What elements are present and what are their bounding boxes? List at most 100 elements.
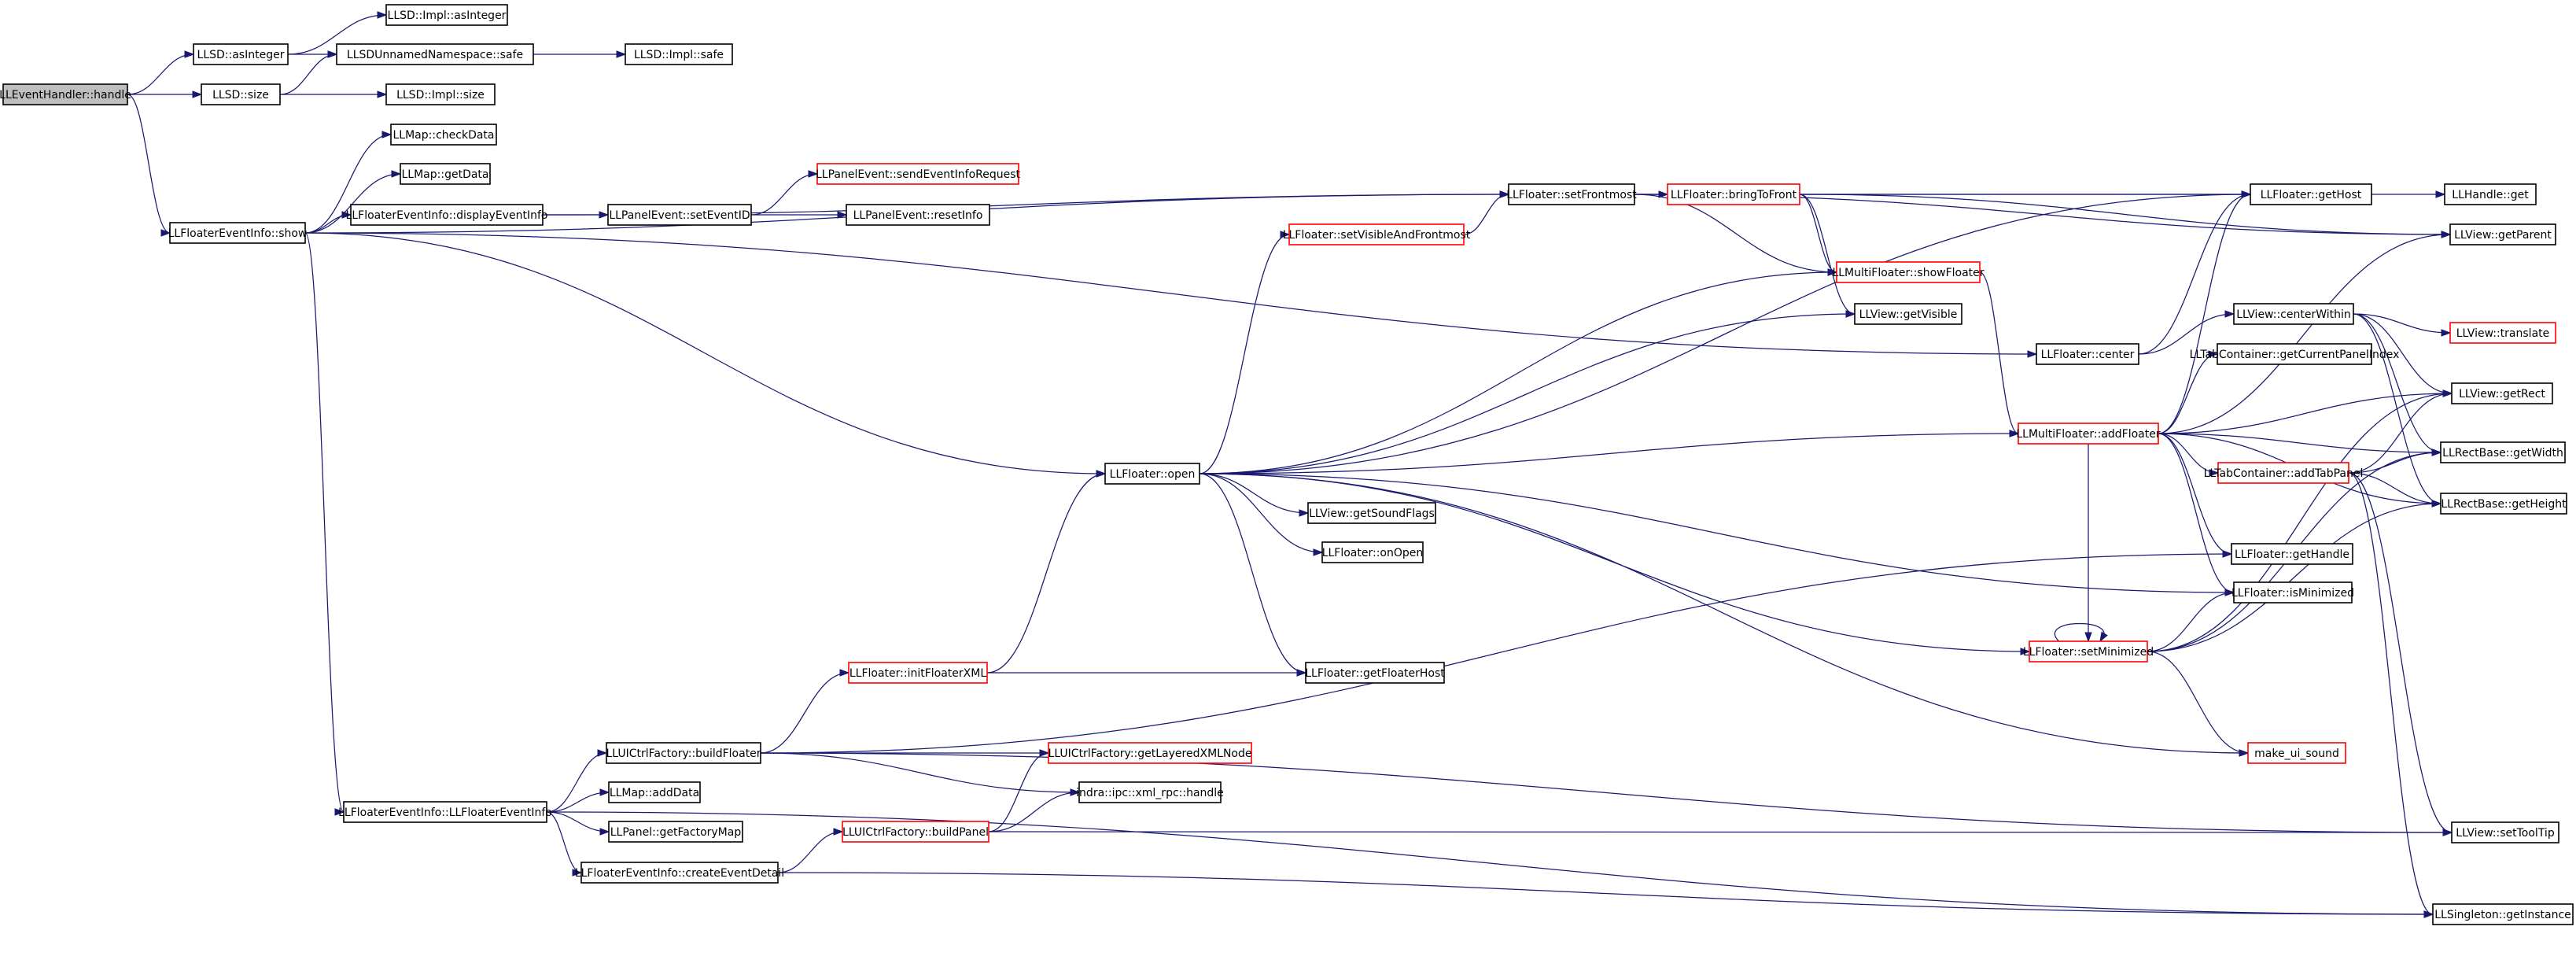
- edge-buildFloater-to-setToolTip: [760, 752, 2453, 836]
- node-show-label: LLFloaterEventInfo::show: [168, 227, 308, 240]
- node-impl-as-integer[interactable]: LLSD::Impl::asInteger: [385, 4, 508, 26]
- node-set-minimized-label: LLFloater::setMinimized: [2023, 646, 2154, 659]
- node-check-data[interactable]: LLMap::checkData: [390, 124, 497, 146]
- edge-handle-to-asInteger: [127, 50, 195, 95]
- node-get-width[interactable]: LLRectBase::getWidth: [2440, 441, 2566, 463]
- edge-buildFloater-to-getHandle-arrowhead: [2222, 550, 2233, 558]
- node-build-panel-box: [842, 821, 989, 843]
- node-on-open[interactable]: LLFloater::onOpen: [1321, 541, 1424, 563]
- node-unnamed-safe-box: [336, 43, 534, 65]
- node-get-factory-map[interactable]: LLPanel::getFactoryMap: [608, 821, 743, 843]
- node-set-frontmost[interactable]: LLFloater::setFrontmost: [1506, 183, 1637, 205]
- node-get-floater-host[interactable]: LLFloater::getFloaterHost: [1305, 662, 1445, 684]
- node-add-tab-panel[interactable]: LLTabContainer::addTabPanel: [2204, 462, 2364, 484]
- node-add-floater[interactable]: LLMultiFloater::addFloater: [2016, 423, 2161, 445]
- node-center[interactable]: LLFloater::center: [2036, 343, 2139, 365]
- node-add-data-box: [608, 781, 701, 803]
- node-reset-info[interactable]: LLPanelEvent::resetInfo: [846, 204, 990, 226]
- node-get-instance[interactable]: LLSingleton::getInstance: [2432, 903, 2574, 925]
- edge-bringToFront-to-showFloater: [1799, 194, 1838, 276]
- node-handle-get[interactable]: LLHandle::get: [2444, 183, 2537, 205]
- edge-addFloater-to-isMinimized: [2158, 433, 2235, 596]
- edge-open-to-setVisibleAndFrontmost-line: [1199, 234, 1290, 474]
- node-add-data[interactable]: LLMap::addData: [608, 781, 701, 803]
- node-set-event-id[interactable]: LLPanelEvent::setEventID: [607, 204, 752, 226]
- node-show-floater-box: [1836, 261, 1981, 283]
- edge-open-to-addFloater-arrowhead: [2009, 430, 2020, 437]
- node-add-tab-panel-box: [2217, 462, 2349, 484]
- node-get-rect[interactable]: LLView::getRect: [2451, 382, 2553, 404]
- node-is-minimized[interactable]: LLFloater::isMinimized: [2231, 581, 2354, 603]
- node-bring-to-front[interactable]: LLFloater::bringToFront: [1667, 183, 1800, 205]
- node-create-event-detail-box: [580, 862, 779, 884]
- node-open[interactable]: LLFloater::open: [1104, 463, 1200, 485]
- edge-ctor-to-buildFloater: [546, 749, 608, 813]
- edge-getHost-to-handleGet: [2371, 190, 2446, 198]
- node-get-current-panel-index-box: [2217, 343, 2372, 365]
- edge-open-to-addFloater: [1199, 430, 2020, 474]
- edge-initFloaterXML-to-open-arrowhead: [1096, 470, 1107, 478]
- node-handle[interactable]: LLEventHandler::handle: [0, 83, 131, 105]
- edge-addFloater-to-getParent-arrowhead: [2441, 231, 2452, 238]
- node-impl-size[interactable]: LLSD::Impl::size: [385, 83, 496, 105]
- edge-createEventDetail-to-getInstance: [777, 872, 2434, 918]
- edge-addFloater-to-getHost: [2158, 190, 2252, 434]
- edge-addTabPanel-to-setToolTip-line: [2348, 472, 2453, 833]
- node-get-instance-label: LLSingleton::getInstance: [2434, 909, 2571, 921]
- node-get-current-panel-index[interactable]: LLTabContainer::getCurrentPanelIndex: [2190, 343, 2400, 365]
- edge-buildFloater-to-initFloaterXML-arrowhead: [839, 669, 850, 677]
- node-impl-size-box: [385, 83, 496, 105]
- edge-open-to-showFloater-arrowhead: [1827, 268, 1838, 276]
- node-get-parent[interactable]: LLView::getParent: [2449, 223, 2556, 245]
- node-display-event-info[interactable]: LLFloaterEventInfo::displayEventInfo: [346, 204, 548, 226]
- node-create-event-detail[interactable]: LLFloaterEventInfo::createEventDetail: [575, 862, 784, 884]
- edge-show-to-checkData-arrowhead: [381, 131, 392, 138]
- node-build-floater[interactable]: LLUICtrlFactory::buildFloater: [606, 742, 761, 764]
- node-get-sound-flags-box: [1307, 502, 1436, 524]
- node-set-minimized[interactable]: LLFloater::setMinimized: [2023, 640, 2154, 663]
- edge-addFloater-to-isMinimized-line: [2158, 433, 2235, 593]
- node-size[interactable]: LLSD::size: [201, 83, 281, 105]
- node-add-floater-box: [2018, 423, 2159, 445]
- node-get-host[interactable]: LLFloater::getHost: [2250, 183, 2372, 205]
- edge-open-to-isMinimized-line: [1199, 473, 2235, 593]
- node-get-sound-flags[interactable]: LLView::getSoundFlags: [1307, 502, 1436, 524]
- node-xml-rpc-handle[interactable]: indra::ipc::xml_rpc::handle: [1076, 781, 1224, 803]
- node-get-layered-xmlnode[interactable]: LLUICtrlFactory::getLayeredXMLNode: [1048, 742, 1252, 764]
- node-get-height[interactable]: LLRectBase::getHeight: [2440, 493, 2567, 515]
- node-impl-safe[interactable]: LLSD::Impl::safe: [625, 43, 733, 65]
- node-get-visible[interactable]: LLView::getVisible: [1854, 303, 1962, 325]
- node-center-within[interactable]: LLView::centerWithin: [2233, 303, 2354, 325]
- node-on-open-label: LLFloater::onOpen: [1322, 547, 1424, 559]
- edge-setMinimized-to-makeUiSound: [2147, 651, 2250, 757]
- edge-handle-to-asInteger-line: [127, 54, 194, 95]
- node-set-tool-tip[interactable]: LLView::setToolTip: [2451, 821, 2559, 843]
- node-make-ui-sound[interactable]: make_ui_sound: [2247, 742, 2346, 764]
- edge-setVisibleAndFrontmost-to-setFrontmost-arrowhead: [1499, 190, 1510, 198]
- node-send-event-info-request[interactable]: LLPanelEvent::sendEventInfoRequest: [816, 163, 1021, 185]
- edge-createEventDetail-to-getInstance-arrowhead: [2423, 910, 2434, 918]
- edge-show-to-ctor: [304, 232, 345, 816]
- edge-setVisibleAndFrontmost-to-setFrontmost-line: [1463, 194, 1509, 235]
- node-get-data[interactable]: LLMap::getData: [400, 163, 491, 185]
- node-show[interactable]: LLFloaterEventInfo::show: [168, 222, 308, 244]
- node-open-box: [1104, 463, 1200, 485]
- edge-buildFloater-to-initFloaterXML: [760, 669, 850, 754]
- node-unnamed-safe[interactable]: LLSDUnnamedNamespace::safe: [336, 43, 534, 65]
- node-as-integer[interactable]: LLSD::asInteger: [193, 43, 289, 65]
- node-ctor-box: [343, 801, 547, 823]
- edge-addFloater-to-getParent: [2158, 231, 2452, 434]
- node-show-floater[interactable]: LLMultiFloater::showFloater: [1832, 261, 1985, 283]
- node-get-handle[interactable]: LLFloater::getHandle: [2231, 543, 2353, 565]
- node-set-visible-and-frontmost[interactable]: LLFloater::setVisibleAndFrontmost: [1283, 223, 1471, 245]
- node-translate[interactable]: LLView::translate: [2449, 322, 2556, 344]
- edge-bringToFront-to-getParent-line: [1799, 194, 2451, 235]
- edge-showFloater-to-addFloater-line: [1979, 271, 2019, 434]
- node-set-minimized-box: [2029, 640, 2148, 663]
- node-build-panel[interactable]: LLUICtrlFactory::buildPanel: [842, 821, 989, 843]
- node-make-ui-sound-label: make_ui_sound: [2254, 747, 2339, 760]
- node-init-floater-xml[interactable]: LLFloater::initFloaterXML: [848, 662, 988, 684]
- node-ctor[interactable]: LLFloaterEventInfo::LLFloaterEventInfo: [338, 801, 552, 823]
- node-is-minimized-box: [2233, 581, 2353, 603]
